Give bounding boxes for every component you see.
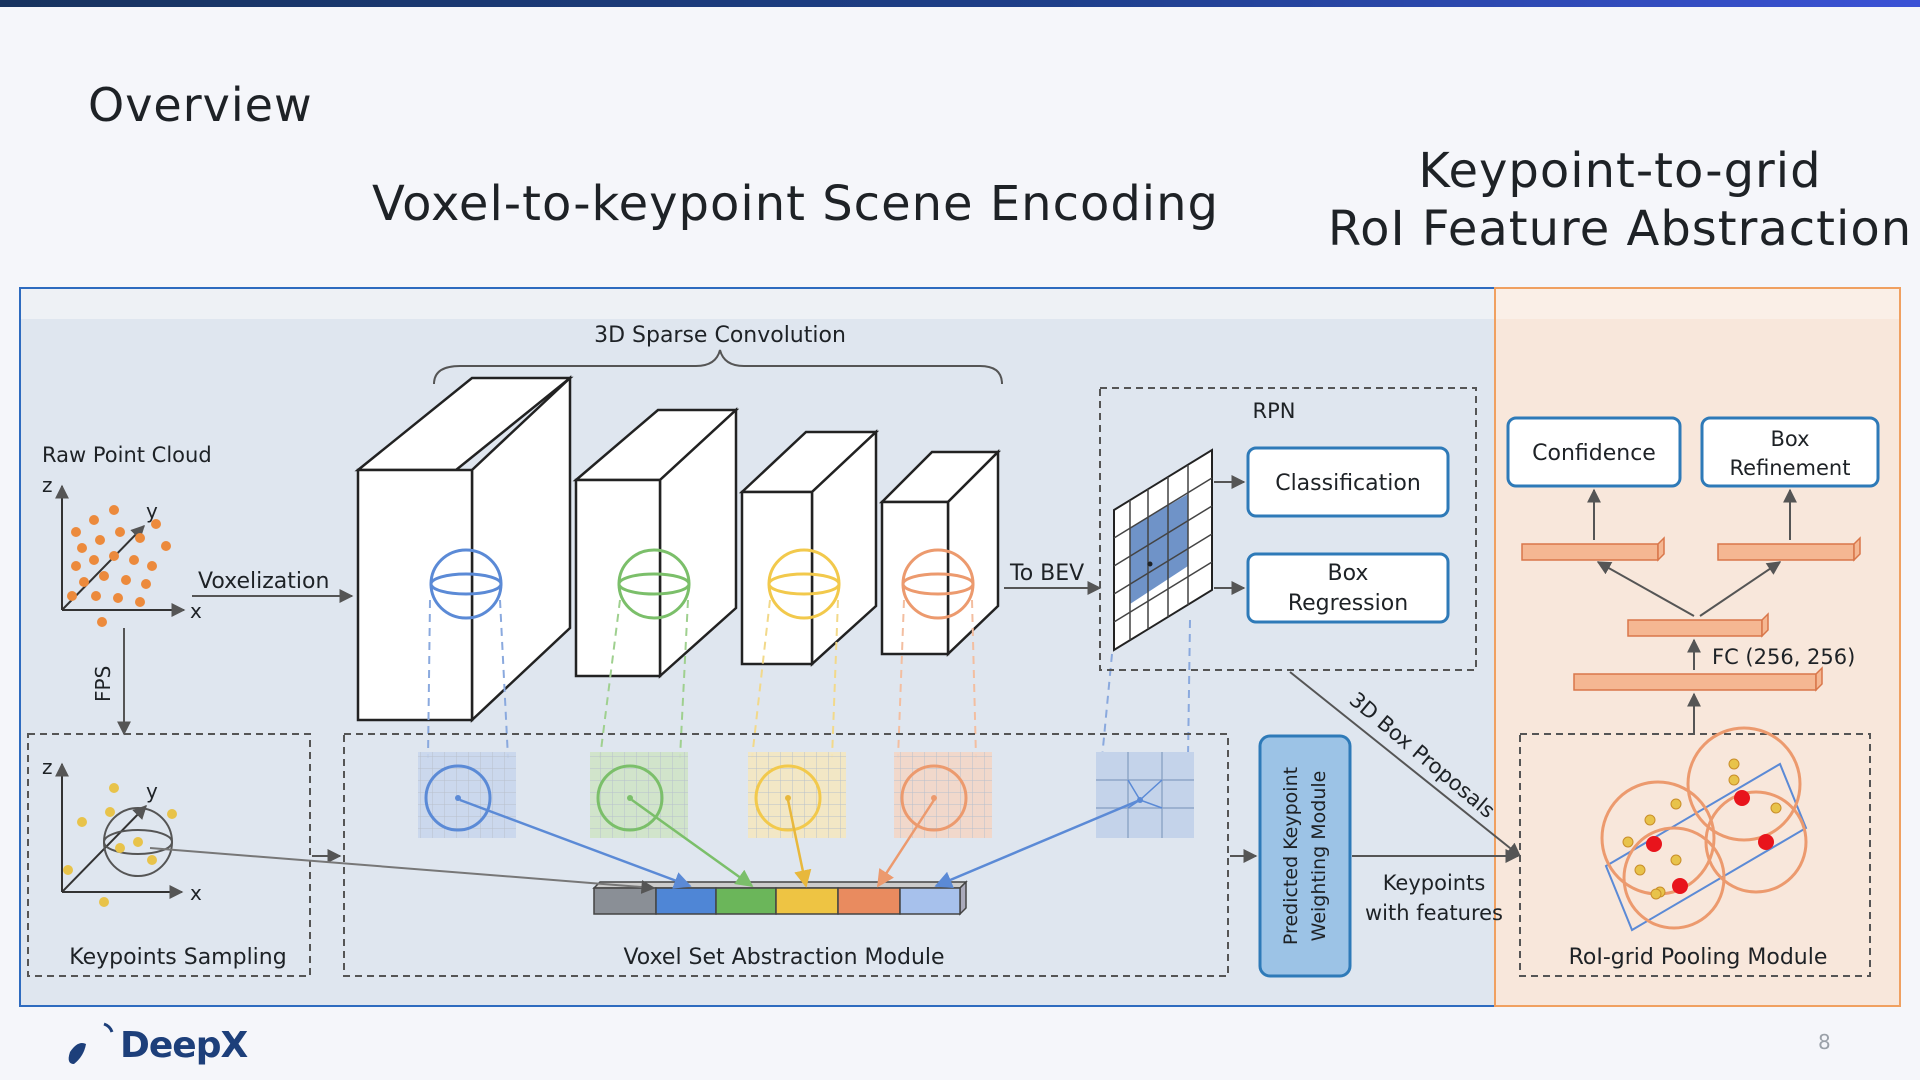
left-section-heading: Voxel-to-keypoint Scene Encoding	[372, 176, 1220, 232]
box-refinement-line2: Refinement	[1730, 456, 1851, 480]
slide-title: Overview	[88, 78, 313, 132]
conv2-feature-arrow	[631, 798, 754, 888]
keypoints-sampling-box	[27, 733, 311, 977]
left-panel-top-strip	[21, 289, 1494, 319]
vsa-grid-4	[894, 752, 992, 838]
box-regression-box	[1246, 552, 1450, 624]
vsa-grid-bev	[1096, 752, 1194, 838]
page-number: 8	[1818, 1030, 1831, 1054]
conv3-feature-arrow	[786, 799, 812, 888]
raw-point-cloud-label: Raw Point Cloud	[42, 443, 212, 467]
box-refinement-box	[1700, 416, 1880, 488]
vsa-grid-2	[590, 752, 688, 838]
raw-points	[67, 505, 171, 627]
conv4-feature-arrow	[876, 799, 936, 888]
right-heading-line1: Keypoint-to-grid	[1418, 143, 1822, 199]
deepx-logo-text: DeepX	[120, 1025, 248, 1066]
box-regression-line2: Regression	[1288, 591, 1408, 616]
keypoints-with-features-line2: with features	[1365, 901, 1503, 925]
kp-axis-y: y	[146, 779, 158, 803]
proposals-arrow	[1289, 671, 1522, 857]
kp-axis-x: x	[190, 881, 202, 905]
conv-block-1	[354, 375, 574, 723]
conv3-sphere	[767, 548, 841, 620]
fc-label: FC (256, 256)	[1712, 645, 1855, 669]
fc-bars	[1521, 536, 1861, 692]
conv1-feature-arrow	[459, 798, 692, 889]
bev-feature-map	[1113, 448, 1213, 652]
conv-block-3	[738, 429, 880, 667]
raw-keypoint-feature-arrow	[149, 847, 656, 894]
classification-box	[1246, 446, 1450, 518]
keypoint-dots	[63, 783, 177, 907]
vsa-module-label: Voxel Set Abstraction Module	[623, 945, 944, 970]
roi-pooling-box	[1519, 733, 1871, 977]
fc-arrows	[1587, 488, 1797, 734]
conv2-sphere	[617, 548, 691, 620]
classification-label: Classification	[1275, 471, 1421, 496]
keypoint-sphere	[103, 807, 173, 877]
pkw-module-line1: Predicted Keypoint	[1280, 767, 1302, 945]
rpn-label: RPN	[1253, 399, 1296, 423]
conv4-sphere	[901, 548, 975, 620]
pkw-module-line2: Weighting Module	[1308, 771, 1330, 942]
right-panel-top-strip	[1496, 289, 1899, 319]
kp-axis-z: z	[42, 755, 53, 779]
vsa-grid-3	[748, 752, 846, 838]
keypoints-sampling-label: Keypoints Sampling	[69, 945, 286, 970]
fps-label: FPS	[91, 666, 115, 702]
to-bev-label: To BEV	[1009, 561, 1084, 586]
keypoints-with-features-line1: Keypoints	[1383, 871, 1486, 895]
roi-pooling-label: RoI-grid Pooling Module	[1569, 945, 1828, 970]
conv1-sphere	[429, 548, 503, 620]
sparse-conv-brace	[433, 349, 1003, 385]
voxelization-label: Voxelization	[198, 569, 329, 594]
deepx-bird-icon	[68, 1022, 114, 1064]
top-accent-bar	[0, 0, 1920, 7]
roi-grid-visual	[1600, 726, 1808, 932]
vsa-grid-1	[418, 752, 516, 838]
rpn-box	[1099, 387, 1477, 671]
raw-axis-y: y	[146, 499, 158, 523]
vsa-module-box	[343, 733, 1229, 977]
right-heading-line2: RoI Feature Abstraction	[1327, 201, 1913, 257]
sparse-conv-label: 3D Sparse Convolution	[594, 323, 846, 348]
pkw-module-box	[1258, 734, 1352, 978]
confidence-label: Confidence	[1532, 441, 1656, 466]
right-section-heading: Keypoint-to-grid RoI Feature Abstraction	[1320, 142, 1920, 258]
box-regression-line1: Box	[1328, 561, 1369, 586]
confidence-box	[1506, 416, 1682, 488]
bev-feature-arrow	[934, 798, 1141, 888]
box-refinement-line1: Box	[1770, 427, 1809, 451]
raw-axis-x: x	[190, 599, 202, 623]
raw-axis-z: z	[42, 473, 53, 497]
